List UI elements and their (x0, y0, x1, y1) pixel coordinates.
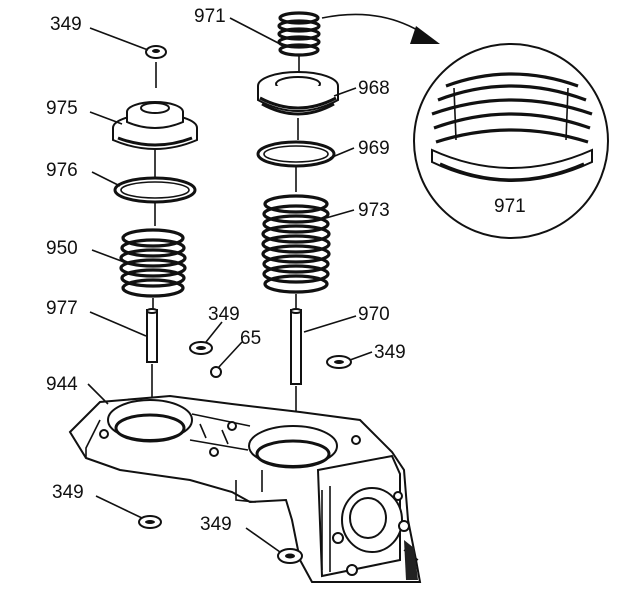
pin-977 (146, 308, 158, 363)
callout-971: 971 (194, 6, 226, 27)
seal-349-bottom-middle (277, 548, 303, 564)
callout-349-mid: 349 (208, 304, 240, 325)
check-ball-65 (210, 366, 222, 378)
seal-349-bottom-left (138, 515, 162, 529)
callout-349-top: 349 (50, 14, 82, 35)
callout-975: 975 (46, 98, 78, 119)
callout-969: 969 (358, 138, 390, 159)
spring-973 (261, 194, 331, 294)
callout-971-detail: 971 (494, 196, 526, 217)
spring-950 (119, 228, 187, 298)
seal-349-mid (189, 341, 213, 355)
callout-976: 976 (46, 160, 78, 181)
callout-349-bottom-middle: 349 (200, 514, 232, 535)
callout-arrow (321, 13, 440, 44)
callout-950: 950 (46, 238, 78, 259)
callout-970: 970 (358, 304, 390, 325)
callout-944: 944 (46, 374, 78, 395)
housing-944 (68, 394, 422, 583)
callout-349-right: 349 (374, 342, 406, 363)
seal-349-top (145, 45, 167, 59)
callout-349-bottom-left: 349 (52, 482, 84, 503)
leader-lines (87, 17, 373, 553)
pin-970 (290, 308, 302, 385)
spring-971 (277, 11, 321, 57)
detail-view-971 (413, 43, 609, 239)
callout-977: 977 (46, 298, 78, 319)
piston-975 (112, 101, 198, 150)
callout-973: 973 (358, 200, 390, 221)
seal-349-right (326, 355, 352, 369)
callout-968: 968 (358, 78, 390, 99)
seal-ring-969 (256, 140, 336, 168)
seal-ring-976 (113, 176, 197, 204)
callout-65: 65 (240, 328, 261, 349)
piston-968 (257, 71, 339, 116)
